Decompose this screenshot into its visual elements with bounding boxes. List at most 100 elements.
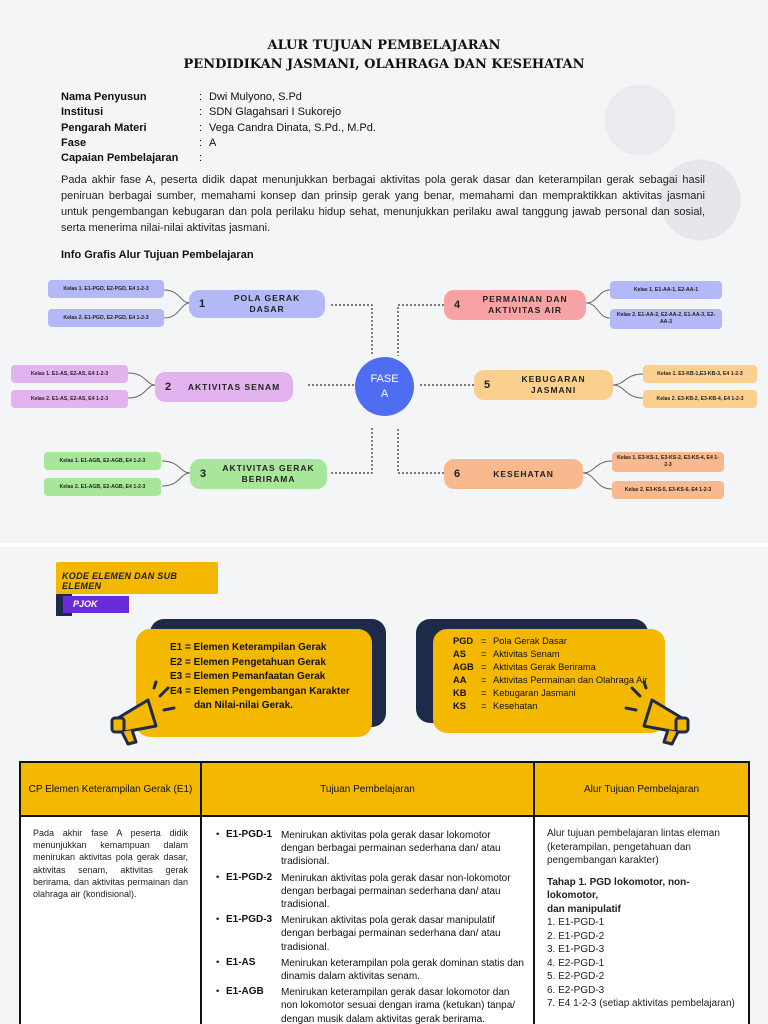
tujuan-code: E1-PGD-3 <box>226 914 273 926</box>
node-label: KEBUGARAN JASMANI <box>521 374 586 395</box>
meta-colon: : <box>199 152 203 165</box>
node-number: 3 <box>200 468 207 480</box>
alur-intro: Alur tujuan pembelajaran lintas eleman (… <box>547 828 720 866</box>
node-permainan-aktivitas-air: 4 PERMAINAN DAN AKTIVITAS AIR <box>444 290 586 320</box>
tag-kelas-2: Kelas 2. E3-KS-5, E3-KS-6, E4 1-2-3 <box>612 481 724 499</box>
element-item: E4 = Elemen Pengembangan Karakter <box>170 685 350 697</box>
code-desc: Kesehatan <box>493 701 538 711</box>
code-abbr: KS <box>453 701 466 711</box>
code-row: PGD = Pola Gerak Dasar <box>453 635 648 648</box>
fase-circle: FASE A <box>355 357 414 416</box>
connector-lines <box>127 289 644 490</box>
codes-list: PGD=Pola Gerak Dasar AS=Aktivitas Senam … <box>453 635 648 713</box>
node-number: 2 <box>165 381 172 393</box>
pjok-label: PJOK <box>63 596 129 613</box>
tujuan-code: E1-AS <box>226 956 256 968</box>
tag-kelas-1: Kelas 1. E1-AA-1, E2-AA-1 <box>610 281 722 299</box>
tahap-item: 3. E1-PGD-3 <box>547 944 605 955</box>
banner-title: KODE ELEMEN DAN SUB ELEMEN <box>62 571 178 591</box>
tag-kelas-1: Kelas 1. E1-AGB, E2-AGB, E4 1-2-3 <box>44 452 161 470</box>
meta-key: Capaian Pembelajaran <box>61 152 179 165</box>
meta-row: Institusi:SDN Glagahsari I Sukorejo <box>61 105 376 120</box>
megaphone-icon <box>624 680 690 746</box>
code-desc: Aktivitas Gerak Berirama <box>493 662 596 672</box>
tag-kelas-2: Kelas 2. E1-AA-2, E2-AA-2, E1-AA-3, E2-A… <box>610 309 722 329</box>
node-pola-gerak-dasar: 1 POLA GERAK DASAR <box>189 290 325 318</box>
element-item: E1 = Elemen Keterampilan Gerak <box>170 642 327 653</box>
code-desc: Aktivitas Permainan dan Olahraga Air <box>493 675 648 685</box>
node-label: AKTIVITAS GERAK BERIRAMA <box>222 463 315 484</box>
node-number: 4 <box>454 299 461 311</box>
table-header-row: CP Elemen Keterampilan Gerak (E1) Tujuan… <box>19 761 750 817</box>
tujuan-desc: Menirukan aktivitas pola gerak dasar lok… <box>281 830 501 868</box>
bullet: • <box>216 956 220 968</box>
bullet: • <box>216 914 220 926</box>
cp-paragraph: Pada akhir fase A, peserta didik dapat m… <box>61 174 705 234</box>
tahap-item: 6. E2-PGD-3 <box>547 984 605 996</box>
code-eq: = <box>481 649 487 659</box>
tag-kelas-1: Kelas 1. E1-AS, E2-AS, E4 1-2-3 <box>11 365 128 383</box>
tujuan-code: E1-PGD-1 <box>226 829 273 840</box>
tahap-item: 1. E1-PGD-1 <box>547 917 605 928</box>
table-header: Alur Tujuan Pembelajaran <box>533 761 750 817</box>
meta-row: Nama Penyusun:Dwi Mulyono, S.Pd <box>61 90 376 105</box>
fase-label: FASE <box>370 372 399 385</box>
tujuan-code: E1-PGD-2 <box>226 871 273 883</box>
table-header: CP Elemen Keterampilan Gerak (E1) <box>19 761 202 817</box>
tahap-item: 4. E2-PGD-1 <box>547 957 605 969</box>
node-aktivitas-senam: 2 AKTIVITAS SENAM <box>155 372 293 402</box>
code-eq: = <box>481 688 487 698</box>
meta-key: Nama Penyusun <box>61 91 147 103</box>
node-number: 1 <box>199 298 206 310</box>
codes-card <box>433 629 665 733</box>
node-label: PERMAINAN DAN AKTIVITAS AIR <box>482 294 568 315</box>
tag-kelas-1: Kelas 1. E1-PGD, E2-PGD, E4 1-2-3 <box>48 280 164 298</box>
element-item: dan Nilai-nilai Gerak. <box>194 700 293 711</box>
element-item: E2 = Elemen Pengetahuan Gerak <box>170 656 326 668</box>
meta-row: Fase:A <box>61 136 376 151</box>
tahap-title: dan manipulatif <box>547 903 621 915</box>
tag-kelas-2: Kelas 2. E1-AGB, E2-AGB, E4 1-2-3 <box>44 478 161 496</box>
tag-kelas-2: Kelas 2. E3-KB-2, E3-KB-4, E4 1-2-3 <box>643 390 757 408</box>
meta-info: Nama Penyusun:Dwi Mulyono, S.Pd Institus… <box>61 90 376 166</box>
code-abbr: PGD <box>453 636 474 646</box>
meta-colon: : <box>199 106 203 119</box>
cp-table: CP Elemen Keterampilan Gerak (E1) Tujuan… <box>19 761 750 1024</box>
bullet: • <box>216 871 220 883</box>
tag-kelas-1: Kelas 1. E3-KB-1,E3-KB-3, E4 1-2-3 <box>643 365 757 383</box>
kode-elemen-banner: KODE ELEMEN DAN SUB ELEMEN <box>56 562 218 594</box>
tag-kelas-2: Kelas 2. E1-PGD, E2-PGD, E4 1-2-3 <box>48 309 164 327</box>
tag-kelas-1: Kelas 1. E3-KS-1, E3-KS-2, E3-KS-4, E4 1… <box>612 452 724 472</box>
code-row: AGB=Aktivitas Gerak Berirama <box>453 661 648 674</box>
tahap-item: 2. E1-PGD-2 <box>547 930 605 942</box>
code-eq: = <box>481 675 487 685</box>
element-item: E3 = Elemen Pemanfaatan Gerak <box>170 671 326 682</box>
meta-value: SDN Glagahsari I Sukorejo <box>209 106 342 119</box>
code-eq: = <box>481 636 487 646</box>
code-desc: Pola Gerak Dasar <box>493 636 567 646</box>
code-abbr: AA <box>453 675 467 685</box>
title-line-1: ALUR TUJUAN PEMBELAJARAN <box>267 38 501 53</box>
tujuan-desc: Menirukan aktivitas pola gerak dasar man… <box>281 915 501 953</box>
meta-colon: : <box>199 121 203 134</box>
tag-kelas-2: Kelas 2. E1-AS, E2-AS, E4 1-2-3 <box>11 390 128 408</box>
tujuan-code: E1-AGB <box>226 986 264 998</box>
meta-value: Dwi Mulyono, S.Pd <box>209 91 302 103</box>
meta-key: Fase <box>61 136 87 149</box>
tahap-item: 5. E2-PGD-2 <box>547 971 605 982</box>
meta-row: Capaian Pembelajaran: <box>61 151 376 166</box>
code-desc: Aktivitas Senam <box>493 649 560 659</box>
elements-list: E1 = Elemen Keterampilan Gerak E2 = Elem… <box>170 641 350 714</box>
megaphone-icon <box>110 680 176 746</box>
code-abbr: AS <box>453 649 466 659</box>
meta-row: Pengarah Materi:Vega Candra Dinata, S.Pd… <box>61 121 376 136</box>
tahap-title: Tahap 1. PGD lokomotor, non-lokomotor, <box>547 876 690 902</box>
code-abbr: KB <box>453 688 467 698</box>
node-number: 5 <box>484 379 491 391</box>
elements-card <box>136 629 372 737</box>
tujuan-desc: Menirukan keterampilan gerak dasar lokom… <box>281 987 516 1024</box>
code-eq: = <box>481 662 487 672</box>
meta-colon: : <box>199 136 203 149</box>
alur-cell: Alur tujuan pembelajaran lintas eleman (… <box>533 815 750 1024</box>
